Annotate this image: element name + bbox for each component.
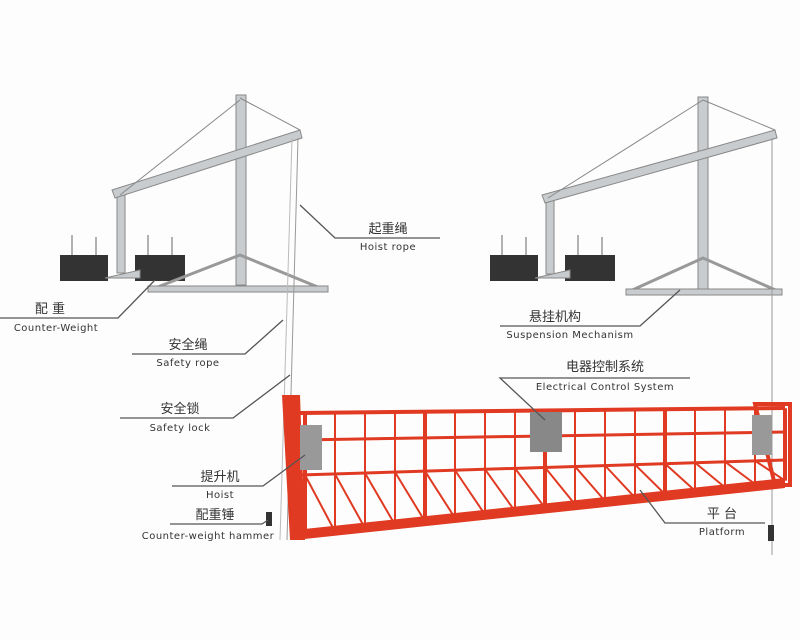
label-counter-weight-zh: 配 重 [35, 301, 65, 317]
platform-brace [664, 462, 696, 492]
label-counter-weight-en: Counter-Weight [14, 323, 98, 334]
platform-brace [514, 467, 546, 509]
label-cw-hammer-en: Counter-weight hammer [142, 531, 275, 542]
label-safety-lock-en: Safety lock [150, 423, 211, 434]
platform-brace [604, 464, 636, 499]
counterweight-left-a [60, 255, 108, 281]
label-platform-zh: 平 台 [707, 507, 737, 522]
counterweight-left-b [135, 255, 185, 281]
platform-brace [304, 474, 336, 533]
platform-brace [724, 460, 756, 485]
label-cw-hammer-zh: 配重锤 [195, 507, 234, 523]
right-suspension-frame [490, 96, 783, 296]
electrical-control-box [530, 412, 562, 452]
platform-brace [574, 465, 606, 502]
label-suspension-zh: 悬挂机构 [529, 310, 581, 325]
label-electrical-en: Electrical Control System [536, 382, 674, 393]
label-suspension-en: Suspension Mechanism [506, 330, 633, 341]
platform-brace [484, 468, 516, 512]
left-suspension-frame [60, 94, 329, 293]
platform-brace [694, 461, 726, 489]
label-hoist-en: Hoist [206, 490, 234, 501]
platform-brace [544, 466, 576, 506]
platform-brace [334, 473, 366, 529]
label-safety-rope-zh: 安全绳 [168, 337, 207, 353]
platform-brace [364, 472, 396, 526]
label-platform-en: Platform [699, 527, 745, 538]
platform-brace [394, 471, 426, 522]
label-hoist-rope-en: Hoist rope [360, 242, 416, 253]
label-electrical-zh: 电器控制系统 [566, 360, 644, 375]
platform-brace [634, 463, 666, 495]
safety-rope-left [279, 137, 293, 541]
platform-brace [454, 469, 486, 516]
platform [282, 395, 792, 540]
counter-weight-hammer [266, 512, 272, 526]
label-safety-rope-en: Safety rope [156, 358, 219, 369]
label-safety-lock-zh: 安全锁 [160, 401, 199, 417]
label-hoist-zh: 提升机 [200, 469, 239, 485]
platform-brace [424, 470, 456, 519]
hoist-unit-left [300, 425, 322, 470]
label-hoist-rope-zh: 起重绳 [368, 221, 407, 237]
